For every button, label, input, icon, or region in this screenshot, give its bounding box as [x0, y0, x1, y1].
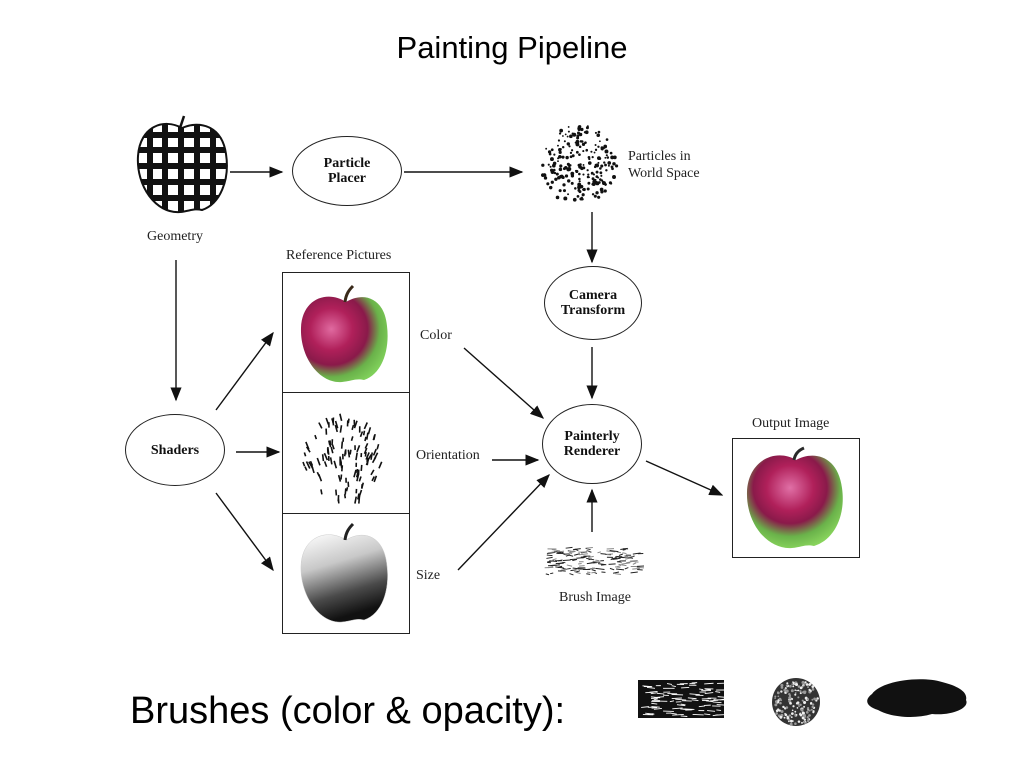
- size-label: Size: [416, 568, 441, 583]
- arrow-renderer-to-output: [645, 460, 724, 496]
- particle-placer-node: Particle Placer: [292, 136, 402, 206]
- brushes-label: Brushes (color & opacity):: [130, 690, 566, 732]
- painterly-renderer-line2: Renderer: [563, 444, 621, 459]
- particles-label-line1: Particles in: [628, 149, 691, 164]
- page-title: Painting Pipeline: [396, 30, 628, 65]
- arrow-shaders-to-color: [215, 331, 274, 411]
- particle-placer-line1: Particle: [323, 156, 371, 171]
- geometry-wireframe-icon: [136, 115, 228, 214]
- particle-placer-line2: Placer: [327, 171, 367, 186]
- camera-transform-line2: Transform: [560, 303, 626, 318]
- arrow-color-to-renderer: [463, 347, 545, 419]
- brush-image-icon: [544, 546, 644, 576]
- shaders-label: Shaders: [150, 442, 200, 458]
- painterly-renderer-line1: Painterly: [564, 429, 620, 444]
- geometry-label: Geometry: [147, 229, 203, 244]
- brush-image-label: Brush Image: [559, 590, 631, 605]
- reference-pictures-label: Reference Pictures: [286, 248, 392, 263]
- particles-label: Particles in World Space: [628, 148, 700, 182]
- arrow-size-to-renderer: [457, 473, 550, 571]
- color-label: Color: [420, 328, 452, 343]
- orientation-label: Orientation: [416, 448, 480, 463]
- output-apple-image: [746, 446, 843, 549]
- brush-sample-rectangular: [638, 680, 729, 718]
- shaders-node: Shaders: [125, 414, 225, 486]
- particles-label-line2: World Space: [628, 166, 700, 181]
- painterly-renderer-node: Painterly Renderer: [542, 404, 642, 484]
- camera-transform-node: Camera Transform: [544, 266, 642, 340]
- brush-sample-round: [772, 678, 820, 726]
- brush-sample-splat: [867, 679, 967, 717]
- brush-samples: [638, 678, 967, 726]
- orientation-strokes-image: [302, 413, 383, 504]
- output-image-label: Output Image: [752, 416, 830, 431]
- color-apple-image: [300, 284, 388, 383]
- particles-cloud-icon: [541, 125, 619, 202]
- arrow-shaders-to-size: [215, 492, 274, 572]
- size-apple-image: [300, 522, 388, 623]
- camera-transform-line1: Camera: [568, 288, 618, 303]
